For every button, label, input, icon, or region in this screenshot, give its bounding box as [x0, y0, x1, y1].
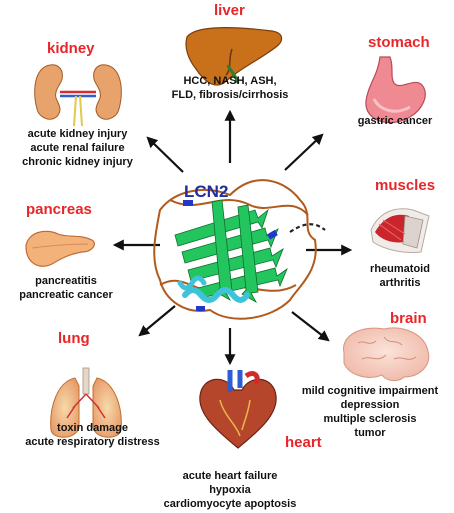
heart-icon [199, 370, 277, 449]
liver-title: liver [214, 2, 245, 19]
stomach-title: stomach [368, 34, 430, 51]
kidney-line-3: chronic kidney injury [22, 156, 133, 168]
heart-line-1: acute heart failure [182, 470, 278, 482]
pancreas-icon [25, 230, 95, 267]
lung-line-1: toxin damage [57, 422, 128, 434]
lcn2-label: LCN2 [184, 182, 229, 201]
lung-title: lung [58, 330, 90, 347]
muscles-description: rheumatoid arthritis [355, 262, 445, 290]
lung-line-2: acute respiratory distress [25, 436, 160, 448]
muscles-title: muscles [375, 177, 436, 194]
brain-line-3: multiple sclerosis [323, 413, 417, 425]
kidney-icon [34, 64, 122, 127]
stomach-line-1: gastric cancer [357, 115, 433, 127]
muscles-line-1: rheumatoid [370, 263, 430, 275]
lung-description: toxin damage acute respiratory distress [5, 421, 180, 449]
kidney-line-2: acute renal failure [30, 142, 125, 154]
arrow-stomach [284, 133, 324, 171]
pancreas-title: pancreas [26, 201, 92, 218]
brain-line-4: tumor [354, 427, 386, 439]
pancreas-line-1: pancreatitis [35, 275, 97, 287]
pancreas-line-2: pancreatic cancer [19, 289, 113, 301]
kidney-description: acute kidney injury acute renal failure … [0, 127, 155, 169]
brain-title: brain [390, 310, 427, 327]
brain-line-1: mild cognitive impairment [301, 385, 439, 397]
brain-description: mild cognitive impairment depression mul… [290, 384, 450, 440]
kidney-title: kidney [47, 40, 95, 57]
stomach-description: gastric cancer [345, 114, 445, 128]
lung-icon [50, 367, 122, 438]
liver-line-2: FLD, fibrosis/cirrhosis [171, 89, 289, 101]
stomach-icon [365, 56, 426, 124]
lcn2-protein-icon [153, 179, 326, 320]
muscles-line-2: arthritis [379, 277, 421, 289]
liver-description: HCC, NASH, ASH, FLD, fibrosis/cirrhosis [150, 74, 310, 102]
heart-line-2: hypoxia [209, 484, 251, 496]
liver-line-1: HCC, NASH, ASH, [183, 75, 277, 87]
arrow-lung [138, 305, 176, 337]
heart-line-3: cardiomyocyte apoptosis [163, 498, 297, 510]
heart-title: heart [285, 434, 322, 451]
brain-icon [343, 327, 430, 382]
heart-description: acute heart failure hypoxia cardiomyocyt… [150, 469, 310, 511]
pancreas-description: pancreatitis pancreatic cancer [0, 274, 132, 302]
arrows [112, 109, 353, 366]
liver-icon [185, 27, 283, 86]
arrow-brain [291, 311, 330, 342]
brain-line-2: depression [340, 399, 400, 411]
muscle-icon [370, 208, 430, 253]
kidney-line-1: acute kidney injury [27, 128, 128, 140]
arrow-kidney [146, 136, 184, 173]
